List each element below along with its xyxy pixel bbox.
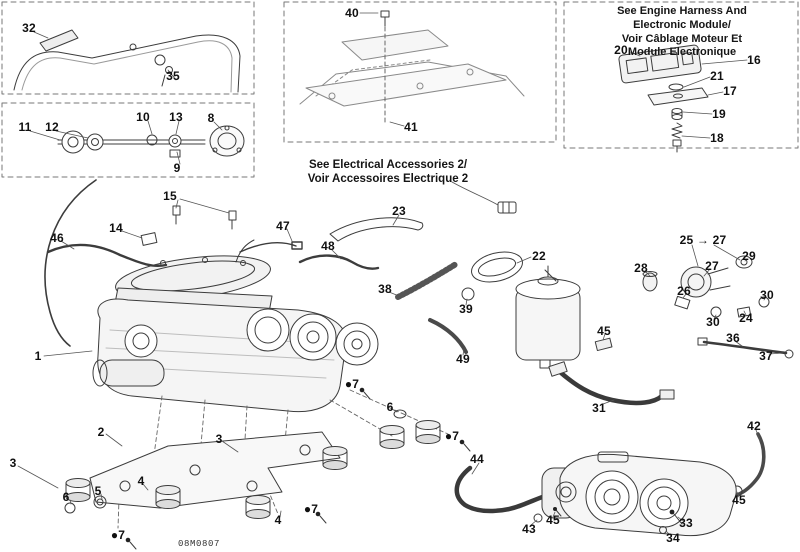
note-line: See Electrical Accessories 2/ [308,159,468,171]
callout-9: 9 [173,161,181,175]
callout-46: 46 [50,231,64,245]
deflector-23-art [329,217,424,242]
callout-40: 40 [345,6,359,20]
inset-module-art [618,44,709,153]
callout-6: 6 [386,400,394,414]
callout-45: 45 [546,513,560,527]
callout-19: 19 [712,107,726,121]
callout-45: 45 [732,493,746,507]
callout-37: 37 [759,349,773,363]
callout-38: 38 [378,282,392,296]
note-line: Module Electronique [627,46,737,59]
callout-43: 43 [522,522,536,536]
callout-28: 28 [634,261,648,275]
callout-6: 6 [62,490,70,504]
leader-lines [17,12,784,536]
callout--7: ●7 [110,528,126,542]
callout-16: 16 [747,53,761,67]
callout-25-27: 25 → 27 [679,233,727,247]
hose-art [46,243,380,270]
lower-engine-art [454,451,737,537]
callout--7: ●7 [344,377,360,391]
callout-11: 11 [18,120,32,134]
callout-4: 4 [137,474,145,488]
inset-shaft-art [57,125,245,158]
callout-39: 39 [459,302,473,316]
callout-35: 35 [166,69,180,83]
callout-42: 42 [747,419,761,433]
note-engine-harness: See Engine Harness And Electronic Module… [568,5,796,60]
callout-15: 15 [163,189,177,203]
callout-49: 49 [456,352,470,366]
callout-45: 45 [597,324,611,338]
callout-44: 44 [470,452,484,466]
callout-3: 3 [215,432,223,446]
note-line: Electronic Module/ [633,18,731,31]
callout-18: 18 [710,131,724,145]
callout-1: 1 [34,349,42,363]
callout-30: 30 [760,288,774,302]
connector-art [451,181,517,214]
inset-frame-tube-art [13,29,241,93]
harness-art [548,337,675,406]
callout--7: ●7 [303,502,319,516]
thermostat-cluster-art [642,255,794,359]
note-line: Voir Câblage Moteur Et [621,32,743,45]
callout-4: 4 [274,513,282,527]
callout-24: 24 [739,311,753,325]
callout-5: 5 [94,484,102,498]
wire-47-art [239,241,303,253]
callout-27: 27 [705,259,719,273]
diagram-code: 08M0807 [178,539,221,549]
callout-12: 12 [45,120,59,134]
left-conduit-art [44,179,97,347]
callout-2: 2 [97,425,105,439]
inset-bracket-art [299,10,525,123]
callout-30: 30 [706,315,720,329]
spark-plug-art [140,205,237,246]
callout--7: ●7 [444,429,460,443]
callout-17: 17 [723,84,737,98]
callout-32: 32 [22,21,36,35]
callout-14: 14 [109,221,123,235]
callout-33: 33 [679,516,693,530]
callout-31: 31 [592,401,606,415]
callout-22: 22 [532,249,546,263]
callout-8: 8 [207,111,215,125]
callout-10: 10 [136,110,150,124]
callout-3: 3 [9,456,17,470]
callout-21: 21 [710,69,724,83]
inset-box-frames [1,1,799,178]
callout-47: 47 [276,219,290,233]
callout-13: 13 [169,110,183,124]
callout-41: 41 [404,120,418,134]
callout-48: 48 [321,239,335,253]
callout-26: 26 [677,284,691,298]
oil-tank-art [471,251,581,369]
note-line: See Engine Harness And [617,5,747,17]
engine-assembly-art [92,239,379,413]
hose-42-art [731,432,766,498]
mount-plate-art [64,387,471,550]
callout-29: 29 [742,249,756,263]
callout-23: 23 [392,204,406,218]
callout-36: 36 [726,331,740,345]
note-electrical-accessories: See Electrical Accessories 2/ Voir Acces… [276,158,500,187]
callout-20: 20 [614,43,628,57]
note-line: Voir Accessoires Electrique 2 [307,173,469,186]
callout-34: 34 [666,531,680,545]
